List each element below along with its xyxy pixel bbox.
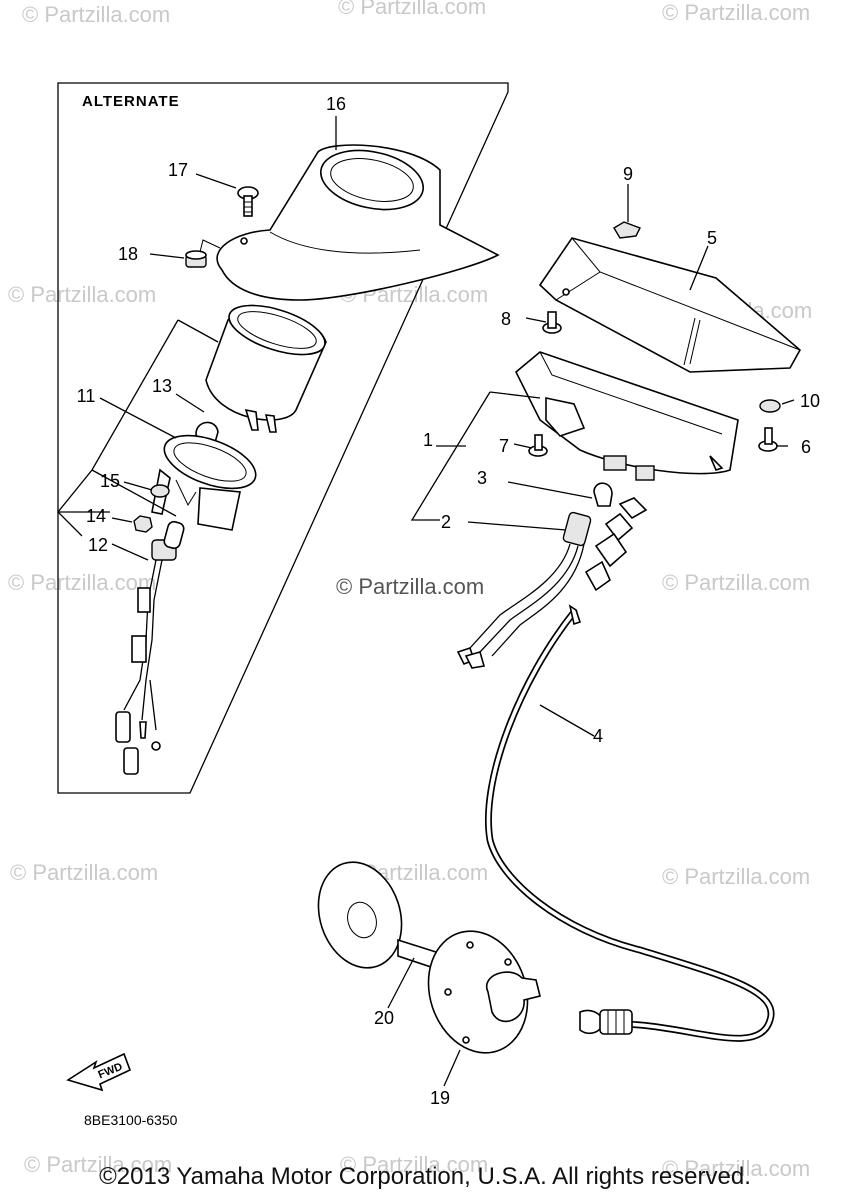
watermark: © Partzilla.com [8, 282, 156, 307]
alternate-label: ALTERNATE [82, 93, 180, 110]
copyright-footer: ©2013 Yamaha Motor Corporation, U.S.A. A… [99, 1163, 751, 1190]
callout-2: 2 [441, 512, 451, 532]
bulb-part [593, 482, 613, 507]
callout-6: 6 [801, 437, 811, 457]
callout-4: 4 [593, 726, 603, 746]
screw-part [237, 186, 259, 217]
part-code: 8BE3100-6350 [84, 1112, 178, 1128]
drive-disc-part [317, 861, 441, 969]
grommet-part [759, 399, 781, 413]
visor-cowl-part [216, 144, 500, 301]
meter-bracket-part [151, 434, 257, 531]
callout-14: 14 [86, 506, 106, 526]
watermark: © Partzilla.com [662, 570, 810, 595]
center-watermark: © Partzilla.com [336, 574, 484, 599]
callout-11: 11 [77, 386, 96, 406]
callout-5: 5 [707, 228, 717, 248]
screw-part [528, 434, 548, 457]
callout-7: 7 [499, 436, 509, 456]
callout-12: 12 [88, 535, 108, 555]
callout-8: 8 [501, 309, 511, 329]
callout-1: 1 [423, 430, 433, 450]
watermark: © Partzilla.com [662, 0, 810, 25]
main-meter-part [515, 351, 739, 481]
alternate-meter-part [205, 304, 327, 433]
meter-cover-part [538, 237, 802, 373]
watermark: © Partzilla.com [662, 864, 810, 889]
watermark: © Partzilla.com [24, 1152, 172, 1177]
screw-part [542, 311, 562, 334]
callout-13: 13 [152, 376, 172, 396]
nut-clip-part [613, 221, 641, 239]
callout-19: 19 [430, 1088, 450, 1108]
callout-3: 3 [477, 468, 487, 488]
callout-16: 16 [326, 94, 346, 114]
screw-part [758, 427, 778, 452]
watermark: © Partzilla.com [338, 0, 486, 19]
speedometer-cable-part [485, 497, 775, 1042]
grommet-part [185, 239, 221, 268]
nut-part [133, 515, 153, 533]
callout-20: 20 [374, 1008, 394, 1028]
watermark: © Partzilla.com [22, 2, 170, 27]
socket-harness-part [115, 520, 185, 775]
watermark: © Partzilla.com [662, 1156, 810, 1181]
leader-lines [57, 116, 795, 1087]
watermark: © Partzilla.com [8, 570, 156, 595]
watermark: © Partzilla.com [340, 1152, 488, 1177]
washer-part [150, 484, 170, 498]
callout-18: 18 [118, 244, 138, 264]
callout-17: 17 [168, 160, 188, 180]
callout-10: 10 [800, 391, 820, 411]
callout-15: 15 [100, 471, 120, 491]
alternate-frame [57, 82, 509, 794]
watermark: © Partzilla.com [10, 860, 158, 885]
meter-gear-unit-part [427, 930, 541, 1054]
callout-9: 9 [623, 164, 633, 184]
callout-labels: 16 17 18 9 5 8 10 6 7 1 3 2 4 11 13 15 1… [77, 94, 820, 1108]
socket-wire-part [456, 511, 592, 669]
forward-arrow-icon: FWD [66, 1052, 132, 1092]
